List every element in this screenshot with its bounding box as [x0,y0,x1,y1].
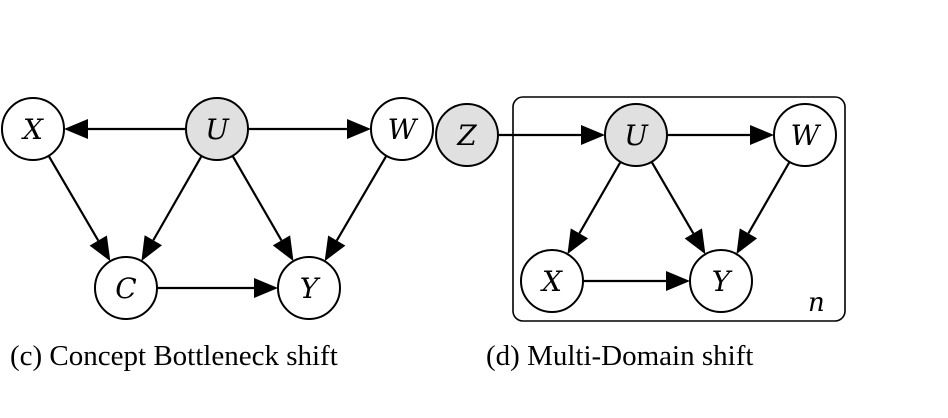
edge-c-U-to-W [248,119,371,139]
edge-c-U-to-Y [231,155,294,262]
node-d-W: W [773,103,837,167]
plate [512,96,846,322]
edge-c-C-to-Y [157,278,278,298]
arrowhead-icon [141,235,162,262]
node-label: C [115,272,136,305]
edge-c-X-to-C [47,155,111,262]
edge-d-X-to-Y [583,271,690,291]
arrowhead-icon [254,278,278,298]
arrowhead-icon [750,125,774,145]
node-d-Z: Z [435,103,499,167]
arrowhead-icon [684,228,706,255]
node-label: U [624,119,649,152]
node-circle [773,103,837,167]
node-c-U: U [185,97,249,161]
edge-line [335,155,388,242]
edge-line [578,161,622,234]
node-c-X: X [1,97,65,161]
node-c-C: C [94,256,158,320]
arrowhead-icon [347,119,371,139]
edge-line [231,155,283,241]
edge-d-U-to-X [567,161,622,255]
node-circle [435,103,499,167]
edge-d-W-to-Y [736,161,791,255]
node-circle [520,249,584,313]
node-circle [370,97,434,161]
node-d-X: X [520,249,584,313]
edge-d-U-to-Y [650,161,706,255]
plate-label: n [808,288,825,318]
node-circle [1,97,65,161]
node-circle [604,103,668,167]
caption-d: (d) Multi-Domain shift [486,340,754,372]
arrowhead-icon [666,271,690,291]
arrowhead-icon [581,125,605,145]
node-label: W [388,113,419,146]
edge-c-U-to-X [64,119,186,139]
node-d-U: U [604,103,668,167]
arrowhead-icon [324,235,346,262]
node-c-W: W [370,97,434,161]
arrowhead-icon [89,235,111,262]
node-circle [277,256,341,320]
arrowhead-icon [272,235,294,262]
node-c-Y: Y [277,256,341,320]
node-label: X [540,265,563,298]
caption-c: (c) Concept Bottleneck shift [10,340,338,372]
node-label: Y [712,265,733,298]
node-d-Y: Y [689,249,753,313]
node-label: U [205,113,230,146]
node-circle [94,256,158,320]
node-label: W [791,119,822,152]
arrowhead-icon [64,119,88,139]
node-label: X [21,113,44,146]
node-label: Y [300,272,321,305]
edge-d-U-to-W [667,125,774,145]
edge-c-W-to-Y [324,155,388,262]
node-circle [185,97,249,161]
node-label: Z [456,119,477,152]
arrowhead-icon [567,228,589,255]
edge-line [747,161,791,234]
edge-c-U-to-C [141,155,203,262]
arrowhead-icon [736,228,758,255]
edge-line [650,161,695,235]
edge-line [152,155,203,241]
edge-line [47,155,100,242]
edge-d-Z-to-U [498,125,605,145]
node-circle [689,249,753,313]
